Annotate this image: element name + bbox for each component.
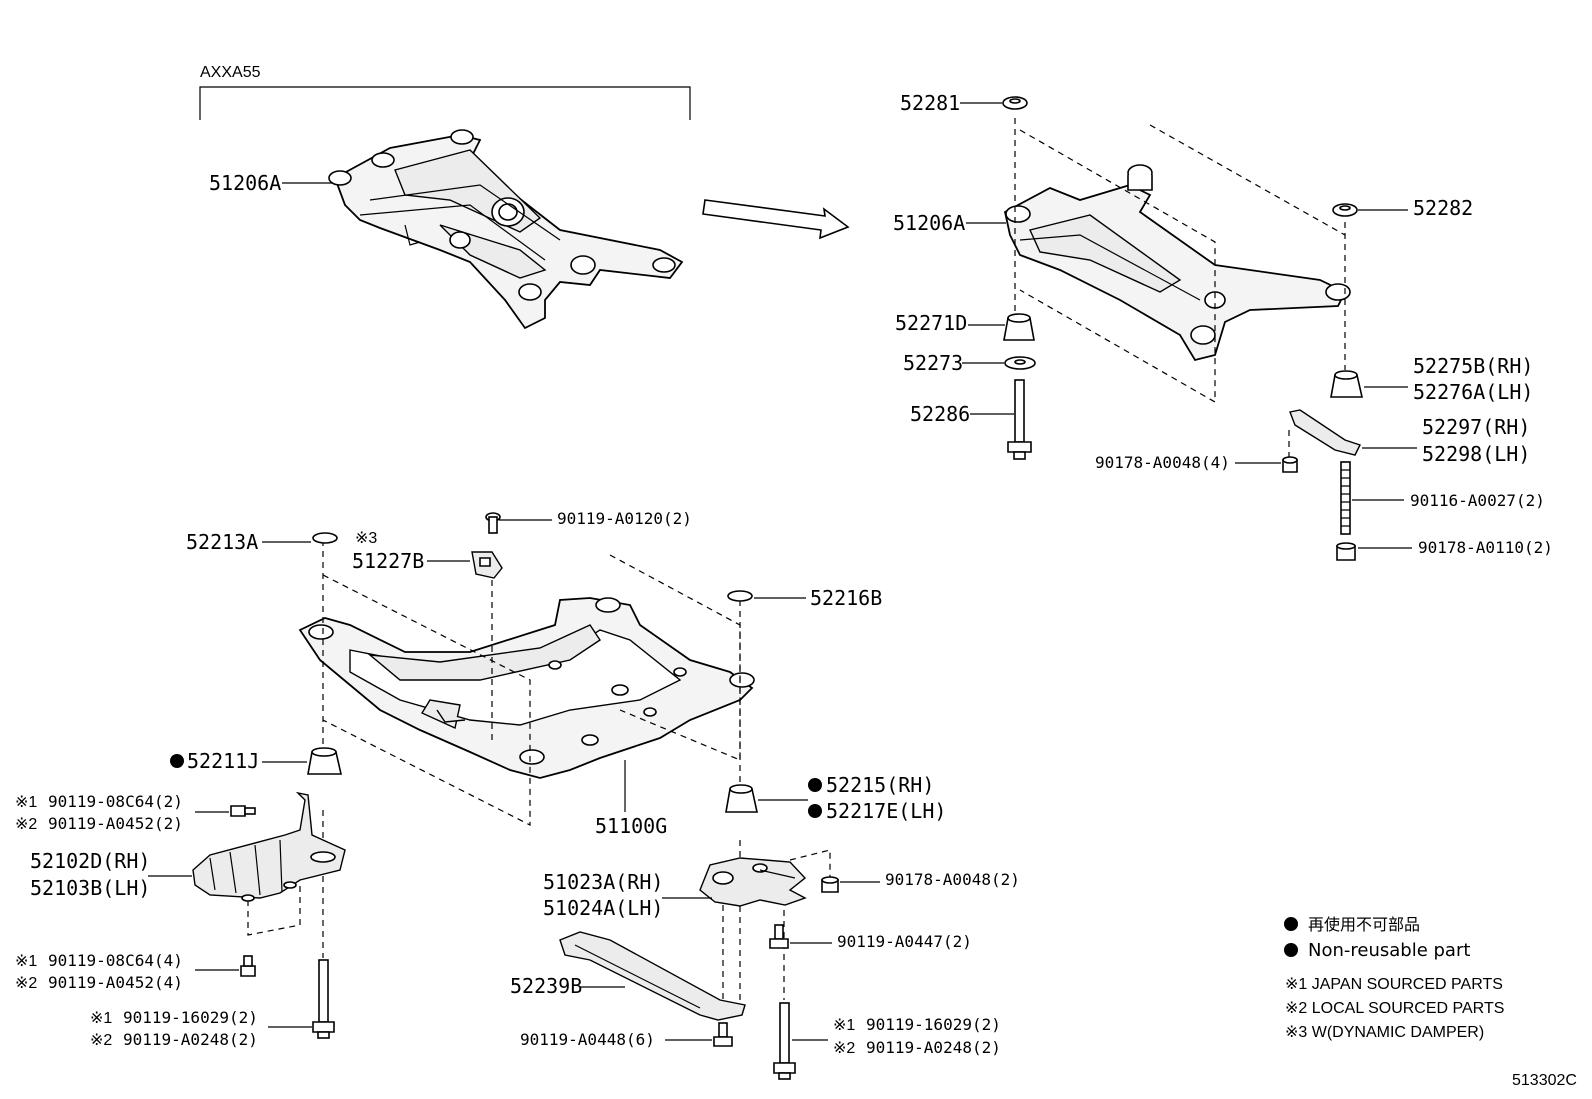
label-52215: 52215(RH) [826, 773, 934, 797]
part-51227B [471, 551, 503, 579]
variant-bracket [199, 86, 691, 120]
part-90178-A0110 [1336, 542, 1356, 561]
label-90178-A0048-2: 90178-A0048(2) [885, 870, 1020, 889]
front-crossmember-illustration [298, 597, 755, 779]
part-52215-52217E [725, 784, 758, 813]
label-52282: 52282 [1413, 196, 1473, 220]
part-90178-A0048-4 [1282, 456, 1298, 473]
mark1-d: ※1 [833, 1017, 855, 1034]
part-52286 [1007, 379, 1032, 460]
label-52298: 52298(LH) [1422, 442, 1530, 466]
part-90119-A0120 [485, 512, 501, 534]
label-51206A-right: 51206A [893, 211, 965, 235]
label-52297: 52297(RH) [1422, 415, 1530, 439]
damper-mark: ※3 [355, 530, 377, 547]
part-90119-16029-right [773, 1002, 796, 1080]
part-52275B-52276A [1330, 370, 1364, 398]
label-52102D: 52102D(RH) [30, 849, 150, 873]
part-52281 [1002, 96, 1028, 110]
label-52281: 52281 [900, 91, 960, 115]
label-52213A: 52213A [186, 530, 258, 554]
mark1-a: ※1 [15, 794, 37, 811]
variant-label: AXXA55 [200, 64, 261, 81]
part-52297-52298 [1289, 409, 1361, 456]
part-90119-16029-left [312, 959, 335, 1039]
mark1-c: ※1 [90, 1010, 112, 1027]
label-52275B: 52275B(RH) [1413, 354, 1533, 378]
direction-arrow-icon [702, 199, 850, 240]
legend-note-3: ※3 W(DYNAMIC DAMPER) [1285, 1024, 1484, 1041]
rear-crossmember-illustration [328, 129, 684, 330]
rear-crossmember-exploded [1003, 164, 1351, 362]
label-52211J: 52211J [187, 749, 259, 773]
legend-note-1: ※1 JAPAN SOURCED PARTS [1285, 976, 1503, 993]
part-52213A [312, 532, 338, 544]
mark2-a: ※2 [15, 816, 37, 833]
legend-note-2: ※2 LOCAL SOURCED PARTS [1285, 1000, 1504, 1017]
label-51206A-top: 51206A [209, 171, 281, 195]
legend-nonreusable-en: Non-reusable part [1308, 940, 1470, 961]
part-90116-A0027 [1340, 461, 1351, 535]
part-90119-A0448 [713, 1022, 733, 1047]
label-90178-A0048-4: 90178-A0048(4) [1095, 453, 1230, 472]
label-90119-A0452-4: 90119-A0452(4) [48, 973, 183, 992]
label-52271D: 52271D [895, 311, 967, 335]
diagram-id: 513302C [1512, 1072, 1577, 1089]
non-reusable-dot-icon [170, 754, 184, 768]
part-52271D [1003, 313, 1035, 341]
label-90119-A0120: 90119-A0120(2) [557, 509, 692, 528]
part-52102D-52103B [192, 791, 346, 902]
label-51023A: 51023A(RH) [543, 870, 663, 894]
label-52216B: 52216B [810, 586, 882, 610]
label-52273: 52273 [903, 351, 963, 375]
part-90119-08C64-2 [230, 805, 256, 817]
label-52217E: 52217E(LH) [826, 799, 946, 823]
part-52216B [727, 590, 753, 602]
non-reusable-dot-icon [1284, 943, 1298, 957]
legend: 再使用不可部品 Non-reusable part ※1 JAPAN SOURC… [1284, 915, 1504, 1041]
label-52286: 52286 [910, 402, 970, 426]
part-90178-A0048-2 [821, 876, 839, 893]
label-51227B: 51227B [352, 549, 424, 573]
non-reusable-dot-icon [808, 804, 822, 818]
part-52273 [1004, 356, 1036, 370]
part-90119-08C64-4 [240, 955, 256, 977]
mark2-c: ※2 [90, 1032, 112, 1049]
part-52211J [307, 747, 343, 775]
non-reusable-dot-icon [1284, 917, 1298, 931]
legend-nonreusable-jp: 再使用不可部品 [1308, 915, 1420, 934]
label-90178-A0110: 90178-A0110(2) [1418, 538, 1553, 557]
part-52282 [1332, 203, 1358, 217]
label-52276A: 52276A(LH) [1413, 380, 1533, 404]
variant-group-axxa55: AXXA55 [199, 64, 691, 120]
label-90119-08C64-4: 90119-08C64(4) [48, 951, 183, 970]
label-90119-16029-right: 90119-16029(2) [866, 1015, 1001, 1034]
label-51024A: 51024A(LH) [543, 896, 663, 920]
part-90119-A0447 [769, 924, 789, 949]
mark2-d: ※2 [833, 1040, 855, 1057]
label-52239B: 52239B [510, 974, 582, 998]
label-90119-16029-left: 90119-16029(2) [123, 1008, 258, 1027]
label-90119-08C64-2: 90119-08C64(2) [48, 792, 183, 811]
label-52103B: 52103B(LH) [30, 876, 150, 900]
label-90119-A0248-left: 90119-A0248(2) [123, 1030, 258, 1049]
mark2-b: ※2 [15, 975, 37, 992]
label-51100G: 51100G [595, 814, 667, 838]
mark1-b: ※1 [15, 953, 37, 970]
part-51023A-51024A [699, 857, 807, 907]
label-90119-A0452-2: 90119-A0452(2) [48, 814, 183, 833]
label-90119-A0447: 90119-A0447(2) [837, 932, 972, 951]
label-90119-A0448: 90119-A0448(6) [520, 1030, 655, 1049]
label-90119-A0248-right: 90119-A0248(2) [866, 1038, 1001, 1057]
non-reusable-dot-icon [808, 778, 822, 792]
part-52239B [559, 931, 746, 1021]
label-90116-A0027: 90116-A0027(2) [1410, 491, 1545, 510]
